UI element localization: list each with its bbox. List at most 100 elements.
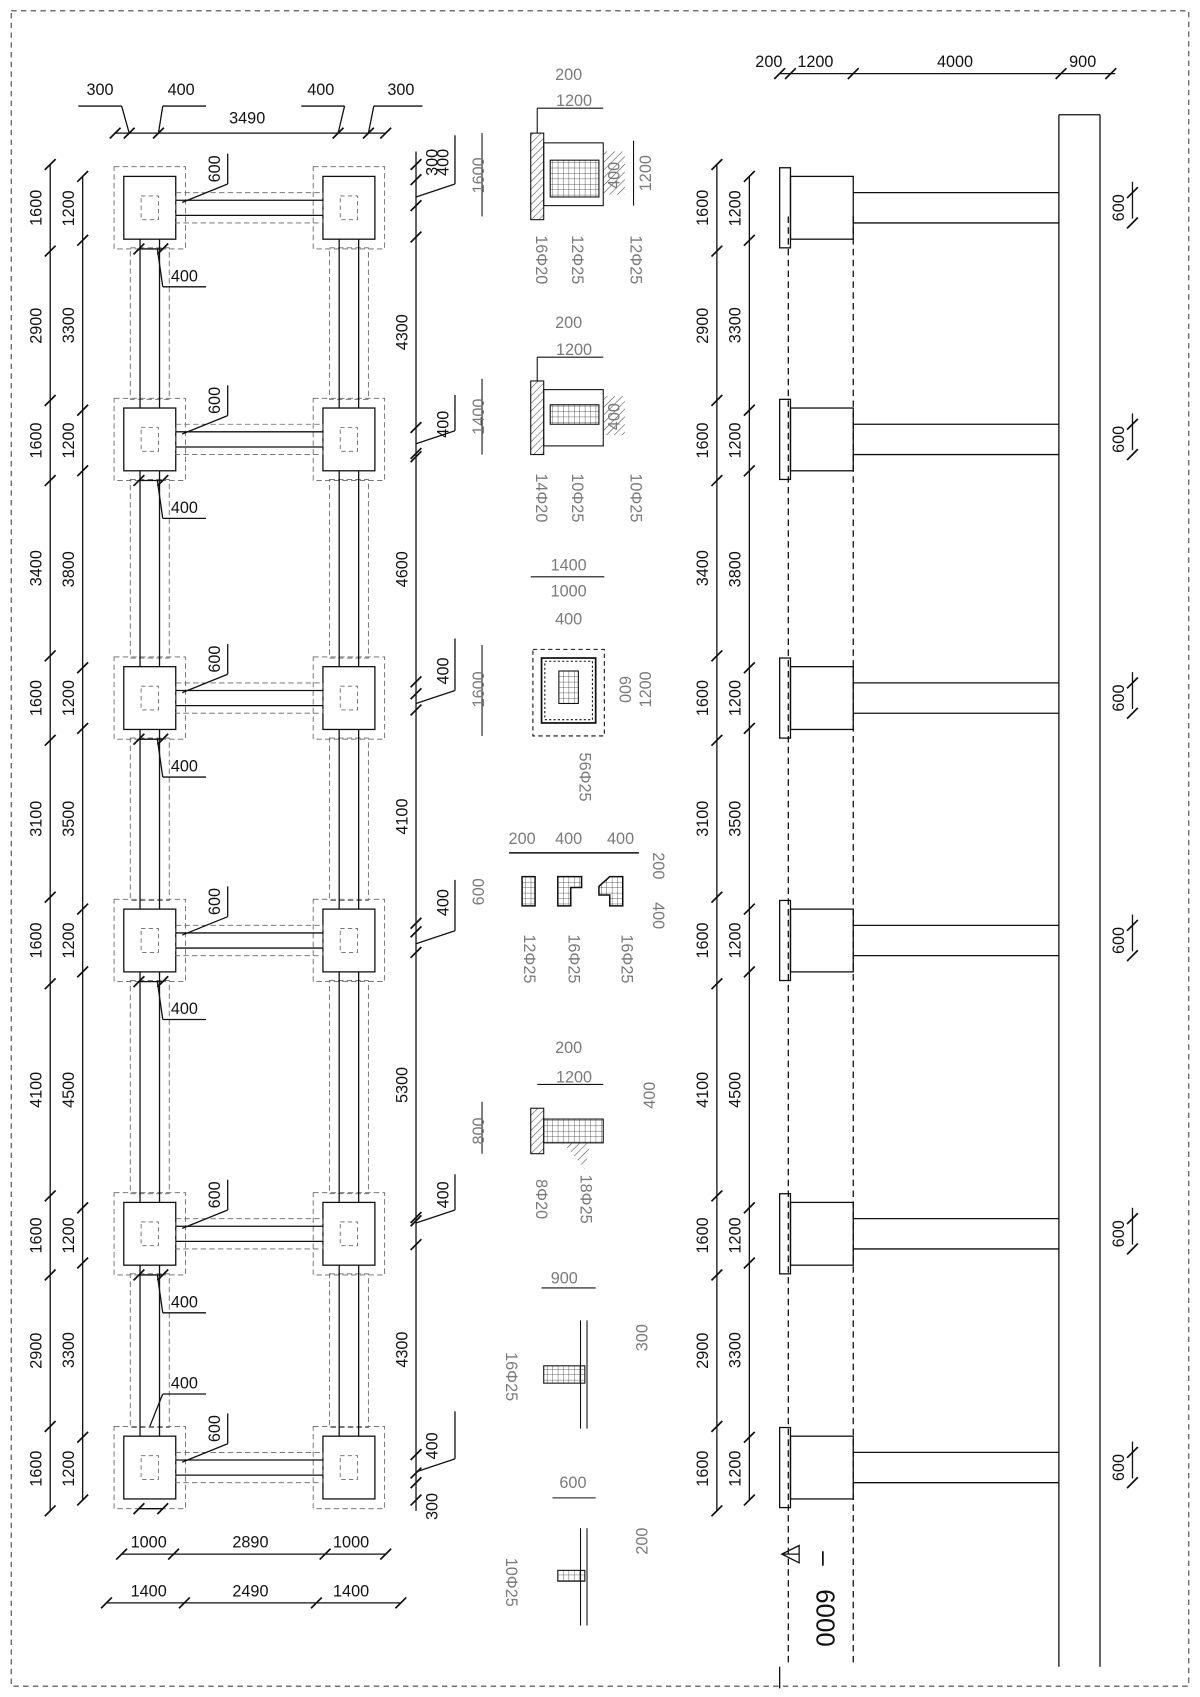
elevation-left-outer-dim: 3400 bbox=[694, 550, 712, 586]
plan-left-outer-dim: 1600 bbox=[28, 1451, 46, 1487]
plan-left-inner-dim: 1200 bbox=[60, 922, 78, 958]
plan-left-inner-dim: 4500 bbox=[60, 1072, 78, 1108]
plan-bottom-dim: 2490 bbox=[232, 1582, 268, 1600]
plan-top-dim: 300 bbox=[86, 81, 113, 99]
elevation-right-dim: 600 bbox=[1110, 1454, 1128, 1481]
column-width-callout: 400 bbox=[171, 499, 198, 517]
plan-left-outer-dim: 1600 bbox=[28, 1217, 46, 1253]
elevation-right-dim: 600 bbox=[1110, 685, 1128, 712]
rebar-label: 56Φ25 bbox=[575, 753, 593, 802]
plan-right-tag-dim: 300 bbox=[424, 1493, 442, 1520]
column-width-callout: 400 bbox=[171, 1293, 198, 1311]
elevation-left-inner-dim: 3500 bbox=[727, 801, 745, 837]
sheet-border bbox=[10, 10, 1190, 1687]
column-width-callout: 400 bbox=[171, 1000, 198, 1018]
rebar-label: 10Φ25 bbox=[568, 473, 586, 522]
plan-left-inner-dim: 3300 bbox=[60, 1332, 78, 1368]
foundation-plan bbox=[44, 105, 456, 1609]
plan-left-inner-dim: 1200 bbox=[60, 680, 78, 716]
elevation-left-inner-dim: 1200 bbox=[727, 1217, 745, 1253]
elevation-left-inner-dim: 4500 bbox=[727, 1072, 745, 1108]
detail-4-column-shapes bbox=[509, 852, 639, 907]
plan-right-span-dim: 4100 bbox=[393, 799, 411, 835]
elevation-left-inner-dim: 1200 bbox=[727, 1451, 745, 1487]
rebar-label: 18Φ25 bbox=[577, 1175, 595, 1224]
detail-dim: 1600 bbox=[470, 157, 488, 193]
plan-left-inner-dim: 1200 bbox=[60, 1217, 78, 1253]
rebar-label: 16Φ25 bbox=[502, 1352, 520, 1401]
plan-left-outer-dim: 2900 bbox=[28, 308, 46, 344]
elevation-top-dim: 1200 bbox=[797, 53, 833, 71]
plan-right-tag-dim: 400 bbox=[434, 1181, 452, 1208]
level-mark-dash: – bbox=[810, 1551, 840, 1566]
beam-width-callout: 600 bbox=[206, 1415, 224, 1442]
detail-dim: 1600 bbox=[470, 671, 488, 707]
beam-width-callout: 600 bbox=[206, 1181, 224, 1208]
plan-left-outer-dim: 1600 bbox=[28, 922, 46, 958]
plan-top-dim: 300 bbox=[387, 81, 414, 99]
plan-left-inner-dim: 3300 bbox=[60, 307, 78, 343]
plan-right-tag-dim: 400 bbox=[434, 411, 452, 438]
detail-dim: 200 bbox=[555, 1039, 582, 1057]
elevation-left-inner-dim: 3300 bbox=[727, 1332, 745, 1368]
elevation-view bbox=[710, 67, 1139, 1689]
plan-right-span-dim: 5300 bbox=[393, 1067, 411, 1103]
rebar-label: 12Φ25 bbox=[568, 235, 586, 284]
rebar-label: 12Φ25 bbox=[626, 235, 644, 284]
elevation-left-inner-dim: 1200 bbox=[727, 680, 745, 716]
elevation-left-inner-dim: 1200 bbox=[727, 922, 745, 958]
level-mark: 6000 bbox=[810, 1589, 840, 1647]
elevation-left-outer-dim: 1600 bbox=[694, 1217, 712, 1253]
plan-bottom-dim: 2890 bbox=[232, 1534, 268, 1552]
detail-2-footing-section bbox=[481, 356, 625, 456]
plan-right-tag-dim: 400 bbox=[434, 149, 452, 176]
elevation-right-dim: 600 bbox=[1110, 426, 1128, 453]
plan-left-inner-dim: 3800 bbox=[60, 551, 78, 587]
elevation-right-dim: 600 bbox=[1110, 927, 1128, 954]
detail-7-wall-section bbox=[552, 1497, 596, 1626]
detail-dim: 1000 bbox=[551, 582, 587, 600]
plan-left-inner-dim: 1200 bbox=[60, 422, 78, 458]
detail-dim: 400 bbox=[649, 902, 667, 929]
detail-dim: 200 bbox=[555, 66, 582, 84]
detail-dim: 200 bbox=[555, 314, 582, 332]
elevation-top-dim: 4000 bbox=[937, 53, 973, 71]
detail-dim: 1200 bbox=[556, 1068, 592, 1086]
elevation-left-outer-dim: 2900 bbox=[694, 1333, 712, 1369]
plan-left-inner-dim: 3500 bbox=[60, 801, 78, 837]
detail-dim: 1400 bbox=[551, 556, 587, 574]
detail-dim: 800 bbox=[470, 1117, 488, 1144]
plan-bottom-dim: 1400 bbox=[131, 1582, 167, 1600]
detail-dim: 1200 bbox=[637, 155, 655, 191]
detail-dim: 1200 bbox=[637, 671, 655, 707]
detail-dim: 400 bbox=[605, 403, 623, 430]
beam-width-callout: 600 bbox=[206, 387, 224, 414]
plan-top-dim: 400 bbox=[307, 81, 334, 99]
plan-right-span-dim: 4300 bbox=[393, 1332, 411, 1368]
detail-dim: 900 bbox=[551, 1270, 578, 1288]
detail-5-beam-section bbox=[481, 1083, 604, 1169]
plan-right-tag-dim: 400 bbox=[434, 657, 452, 684]
detail-dim: 600 bbox=[615, 676, 633, 703]
elevation-right-dim: 600 bbox=[1110, 1220, 1128, 1247]
detail-dim: 600 bbox=[470, 878, 488, 905]
elevation-top-dim: 200 bbox=[755, 53, 782, 71]
detail-3-column-section bbox=[481, 576, 605, 737]
plan-left-inner-dim: 1200 bbox=[60, 1451, 78, 1487]
elevation-left-outer-dim: 1600 bbox=[694, 922, 712, 958]
elevation-left-outer-dim: 3100 bbox=[694, 801, 712, 837]
plan-right-tag-dim: 400 bbox=[434, 889, 452, 916]
plan-left-inner-dim: 1200 bbox=[60, 190, 78, 226]
detail-dim: 400 bbox=[607, 830, 634, 848]
detail-dim: 1200 bbox=[556, 92, 592, 110]
rebar-label: 16Φ20 bbox=[532, 235, 550, 284]
rebar-label: 12Φ25 bbox=[520, 934, 538, 983]
elevation-left-outer-dim: 1600 bbox=[694, 680, 712, 716]
rebar-label: 16Φ25 bbox=[565, 934, 583, 983]
plan-left-outer-dim: 1600 bbox=[28, 190, 46, 226]
elevation-left-outer-dim: 4100 bbox=[694, 1072, 712, 1108]
plan-left-outer-dim: 2900 bbox=[28, 1333, 46, 1369]
column-width-callout: 400 bbox=[171, 267, 198, 285]
plan-right-span-dim: 4300 bbox=[393, 314, 411, 350]
